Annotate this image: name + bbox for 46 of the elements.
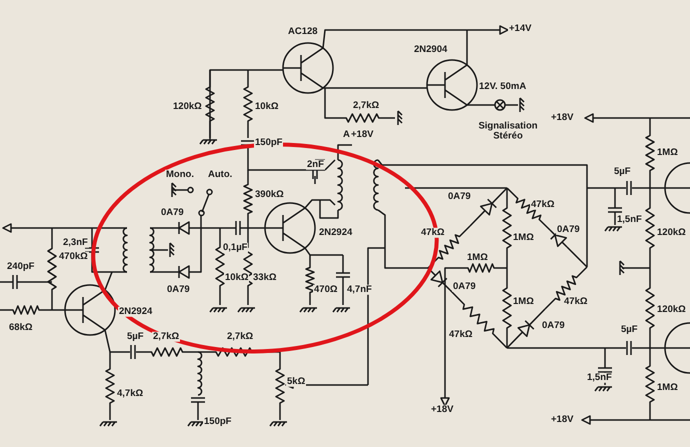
schematic-label: 68kΩ: [8, 322, 34, 334]
schematic-label: 4,7kΩ: [116, 388, 144, 400]
schematic-label: 10kΩ: [224, 272, 250, 284]
schematic-label: Mono.: [165, 170, 195, 180]
schematic-label: 120kΩ: [656, 304, 687, 316]
schematic-label: 4,7nF: [346, 284, 373, 296]
schematic-label: 2,7kΩ: [352, 100, 380, 112]
schematic-label: 240pF: [6, 262, 36, 272]
schematic-label: 2,7kΩ: [226, 332, 254, 342]
schematic-label: 0A79: [160, 208, 185, 218]
schematic-label: 2N2904: [413, 44, 448, 56]
schematic-label: 0A79: [556, 224, 581, 236]
schematic-label: 120kΩ: [172, 102, 203, 112]
schematic-label: +18V: [430, 404, 454, 416]
schematic-label: 150pF: [254, 138, 284, 148]
schematic-label: 2N2924: [118, 306, 154, 318]
schematic-label: 5µF: [620, 324, 639, 336]
schematic-label: 390kΩ: [254, 190, 285, 200]
schematic-label: Auto.: [207, 170, 234, 180]
schematic-label: 2N2924: [318, 228, 354, 238]
schematic-label: 10kΩ: [254, 102, 280, 112]
schematic-label: 5kΩ: [286, 376, 306, 388]
schematic-label: 0A79: [166, 284, 191, 296]
schematic-label: 47kΩ: [420, 228, 446, 238]
schematic-label: AC128: [287, 26, 319, 38]
schematic-label: 0A79: [447, 192, 472, 202]
schematic-label: 5µF: [126, 332, 145, 342]
schematic-label: 470kΩ: [58, 252, 89, 262]
schematic-label: 47kΩ: [530, 200, 556, 210]
schematic-label: 2,3nF: [62, 238, 89, 248]
schematic-label: 5µF: [613, 166, 632, 178]
schematic-label: 33kΩ: [252, 272, 278, 284]
schematic-label: 470Ω: [313, 284, 338, 296]
schematic-label: 0,1µF: [222, 242, 248, 254]
schematic-label: +18V: [550, 112, 574, 124]
schematic-label: 0A79: [452, 282, 477, 292]
schematic-label: 1,5nF: [616, 214, 643, 226]
schematic-label: +18V: [350, 130, 374, 140]
schematic-label: 2nF: [306, 160, 325, 170]
schematic-label: +18V: [550, 414, 574, 426]
schematic-label: 2,7kΩ: [152, 332, 180, 342]
schematic-label: 150pF: [203, 416, 232, 428]
schematic-label: 120kΩ: [656, 228, 687, 238]
schematic-label: 0A79: [541, 320, 566, 332]
schematic-label: 1,5nF: [586, 372, 613, 384]
schematic-label: 12V. 50mA: [478, 82, 528, 92]
